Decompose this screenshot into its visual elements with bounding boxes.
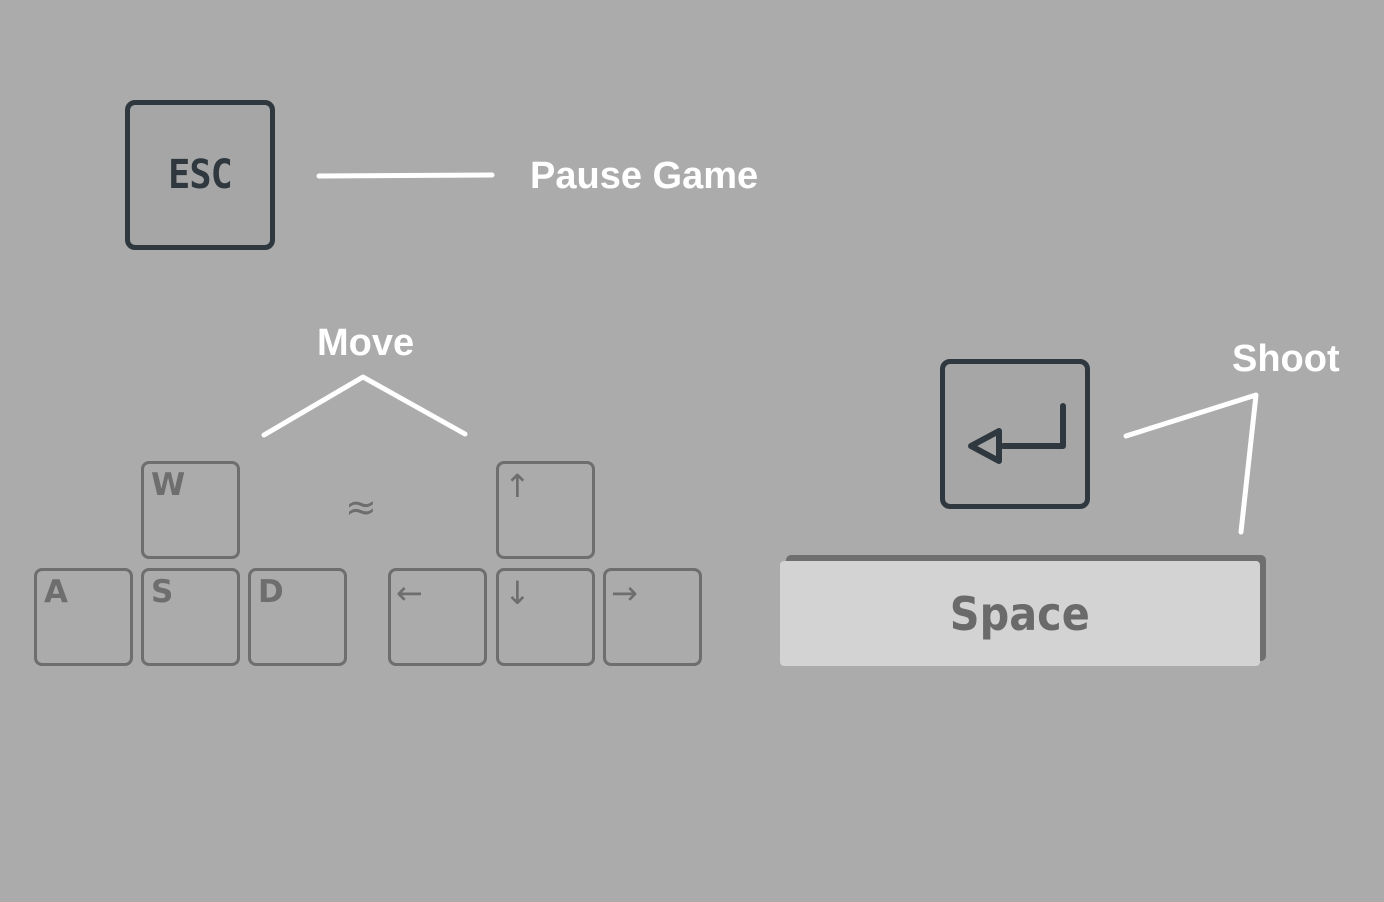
key-arrow-up[interactable]: ↑ bbox=[496, 461, 595, 559]
key-a-label: A bbox=[44, 574, 68, 610]
key-arrow-right[interactable]: → bbox=[603, 568, 702, 666]
key-d[interactable]: D bbox=[248, 568, 347, 666]
pause-game-caption: Pause Game bbox=[530, 155, 759, 197]
key-w-label: W bbox=[151, 467, 186, 503]
shoot-caption: Shoot bbox=[1232, 338, 1340, 380]
esc-key[interactable]: ESC bbox=[125, 100, 275, 250]
shoot-connector-line bbox=[1123, 392, 1259, 535]
arrow-down-icon: ↓ bbox=[504, 574, 531, 612]
pause-connector-line bbox=[316, 172, 495, 179]
move-connector-line bbox=[261, 374, 468, 438]
key-w[interactable]: W bbox=[141, 461, 240, 559]
key-s[interactable]: S bbox=[141, 568, 240, 666]
key-a[interactable]: A bbox=[34, 568, 133, 666]
arrow-right-icon: → bbox=[611, 574, 638, 612]
space-key[interactable]: Space bbox=[780, 561, 1260, 666]
key-arrow-down[interactable]: ↓ bbox=[496, 568, 595, 666]
key-s-label: S bbox=[151, 574, 174, 610]
key-d-label: D bbox=[258, 574, 284, 610]
move-caption: Move bbox=[317, 322, 415, 364]
key-arrow-left[interactable]: ← bbox=[388, 568, 487, 666]
arrow-left-icon: ← bbox=[396, 574, 423, 612]
arrow-up-icon: ↑ bbox=[504, 467, 531, 505]
space-key-label: Space bbox=[949, 586, 1091, 641]
esc-key-label: ESC bbox=[168, 152, 233, 198]
enter-return-icon bbox=[968, 403, 1066, 464]
approx-separator: ≈ bbox=[345, 485, 377, 529]
enter-key[interactable] bbox=[940, 359, 1090, 509]
